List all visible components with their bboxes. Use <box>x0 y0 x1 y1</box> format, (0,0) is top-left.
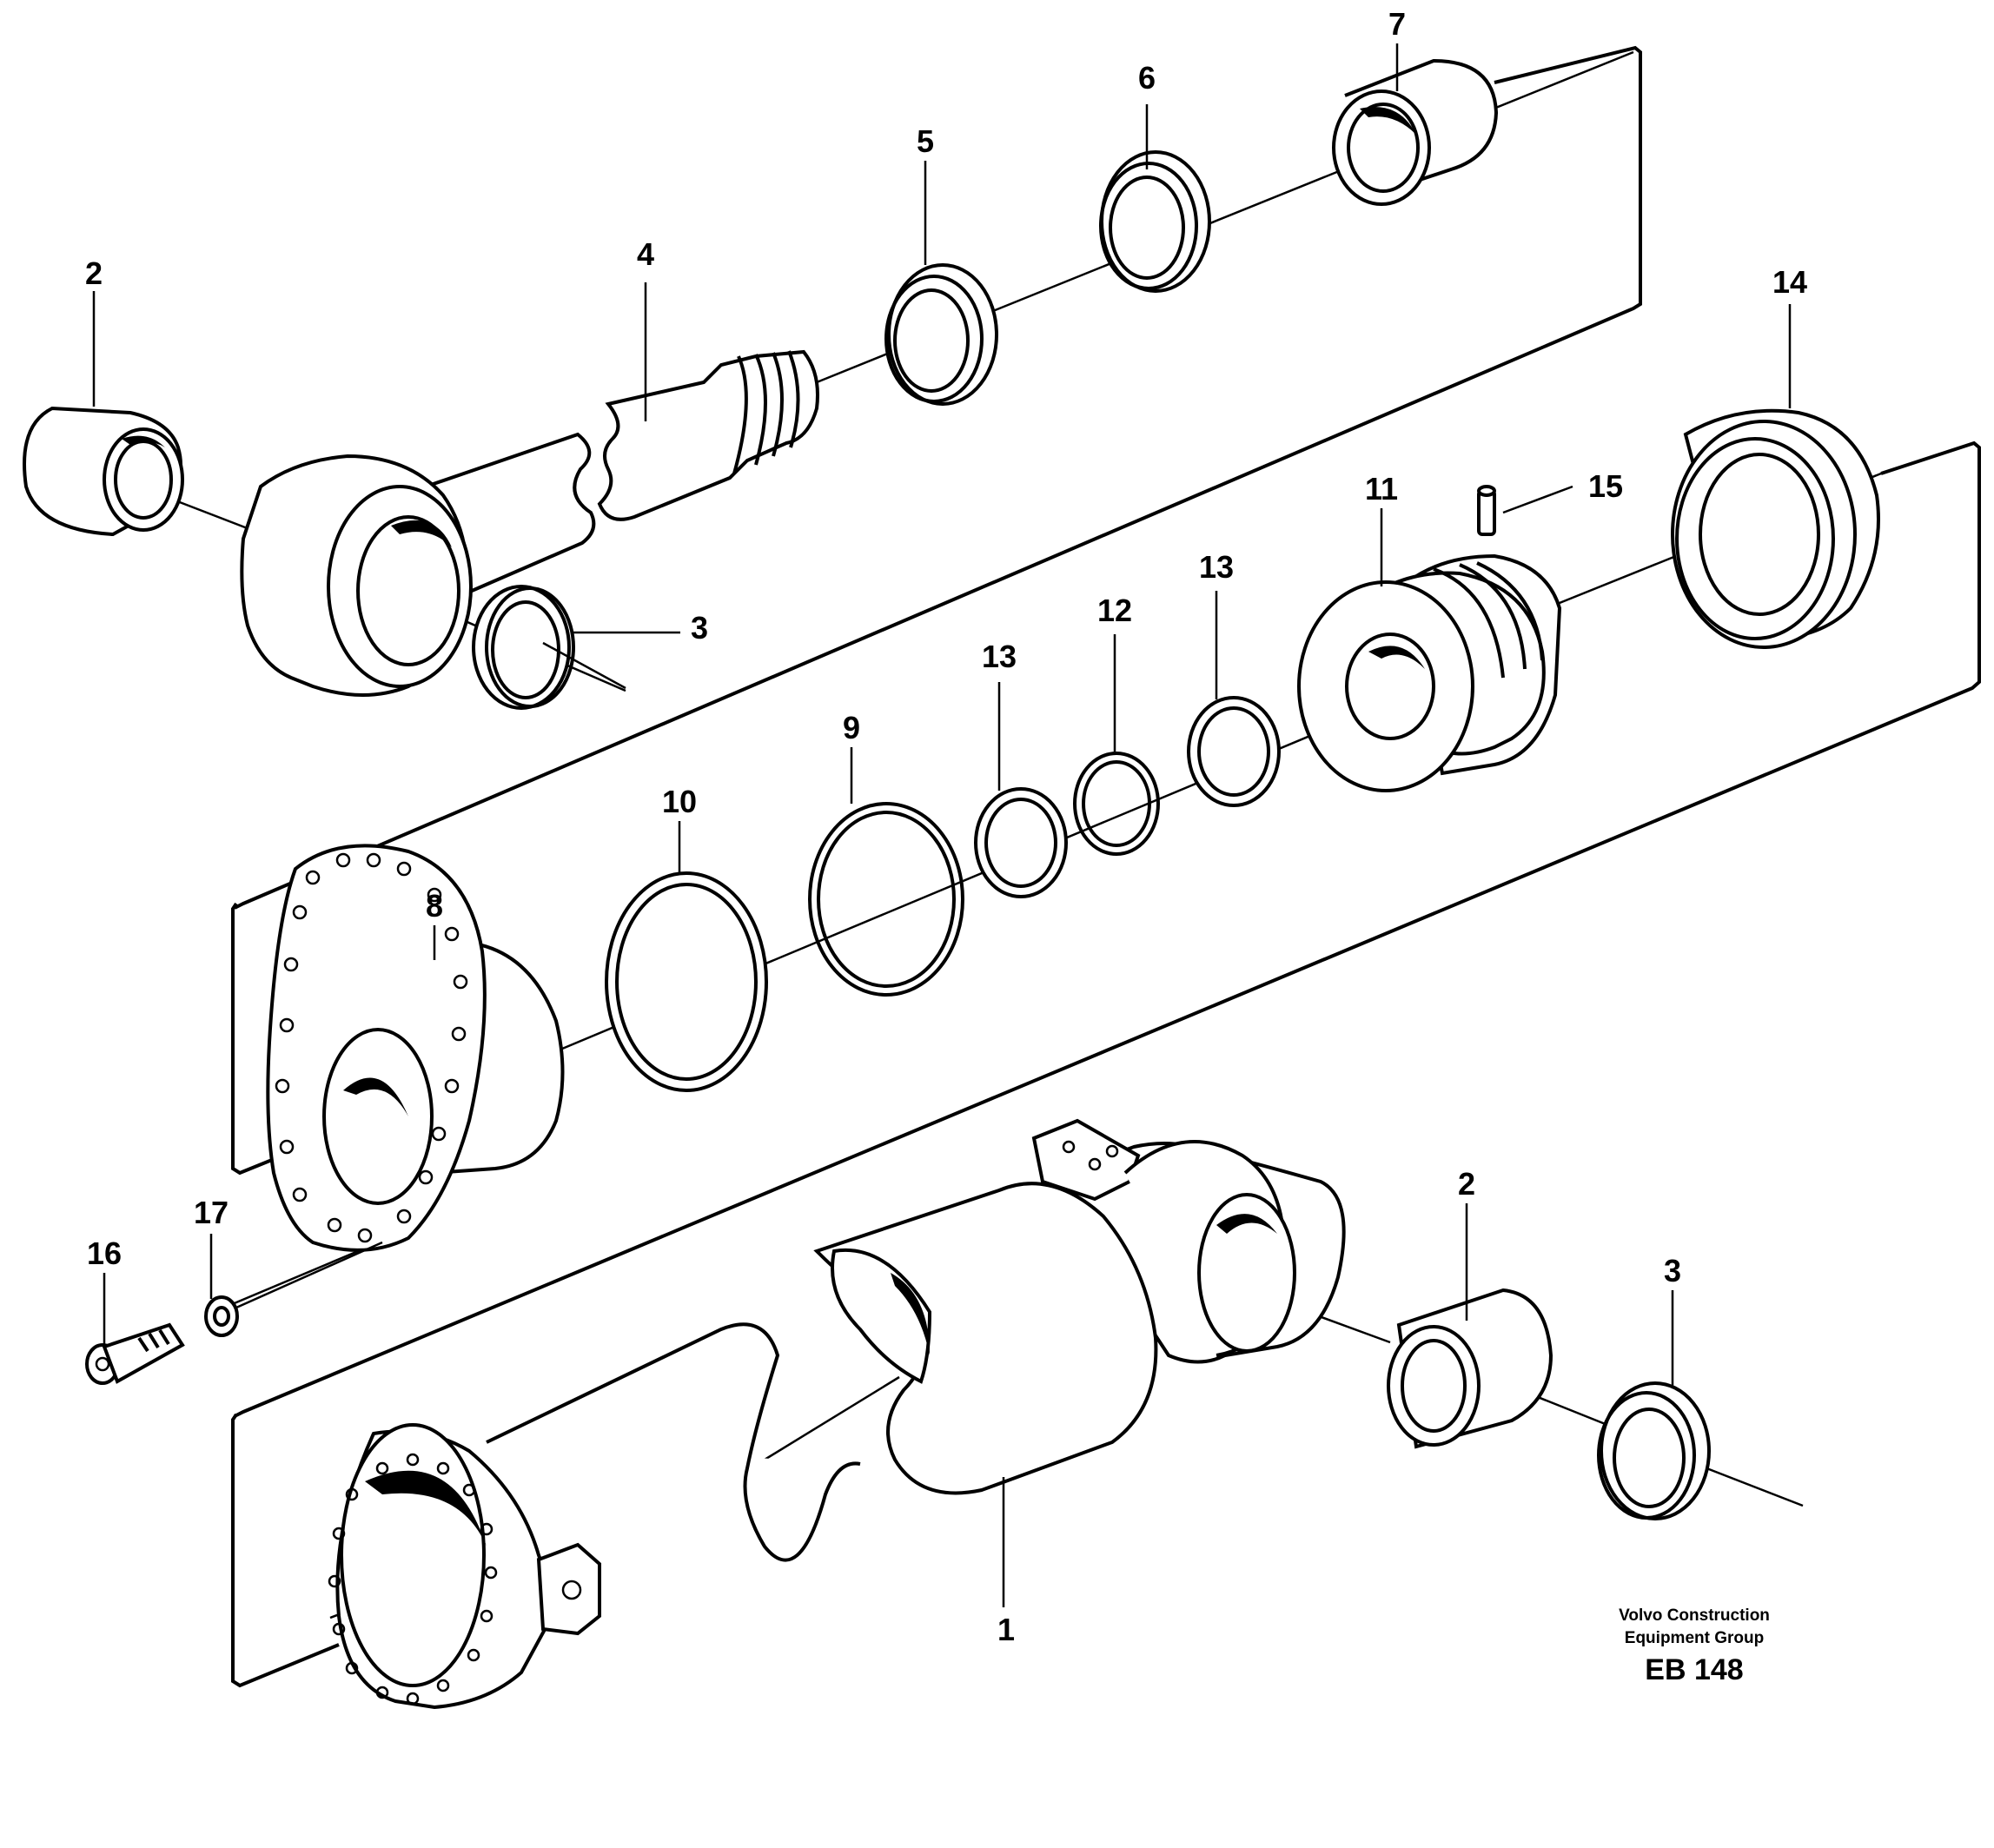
footer-company-line-1: Volvo Construction <box>1619 1606 1770 1625</box>
part-9-o-ring <box>808 802 964 997</box>
part-13-ring-right <box>1187 696 1281 807</box>
part-label-8: 8 <box>425 888 444 924</box>
part-label-14: 14 <box>1772 264 1808 300</box>
part-label-7: 7 <box>1388 6 1407 42</box>
part-10-seal-ring <box>605 871 768 1092</box>
part-label-10: 10 <box>661 784 698 819</box>
part-3-seal-top <box>472 585 626 710</box>
figure-code: EB 148 <box>1645 1653 1744 1686</box>
part-label-12: 12 <box>1096 593 1133 628</box>
section-bracket-bottom <box>231 1413 340 1688</box>
part-label-13-left: 13 <box>981 639 1017 674</box>
leader-lines <box>92 43 1792 1607</box>
part-15-pin <box>1477 485 1573 536</box>
part-label-2-top: 2 <box>84 255 103 291</box>
part-1-cylinder-tube <box>328 1118 1346 1710</box>
part-6-ring <box>1099 150 1211 293</box>
part-13-ring-left <box>974 787 1068 898</box>
part-label-17: 17 <box>193 1195 229 1230</box>
part-label-16: 16 <box>86 1235 123 1271</box>
section-bracket-top <box>234 45 1642 910</box>
section-bracket-middle <box>231 440 1981 1418</box>
part-4-piston-rod <box>240 349 819 697</box>
part-3-seal-bottom <box>1597 1381 1711 1520</box>
part-label-11: 11 <box>1364 471 1399 507</box>
part-label-4: 4 <box>636 236 655 272</box>
part-label-1: 1 <box>997 1612 1016 1647</box>
part-8-cylinder-head <box>266 844 565 1252</box>
part-label-3-bottom: 3 <box>1663 1253 1682 1288</box>
part-label-6: 6 <box>1137 60 1156 96</box>
part-12-ring <box>1073 752 1160 856</box>
footer-company-line-2: Equipment Group <box>1624 1629 1765 1647</box>
part-5-ring <box>884 263 998 406</box>
part-label-5: 5 <box>916 123 935 159</box>
part-11-piston <box>1297 553 1562 792</box>
part-2-bushing-bottom <box>1387 1288 1553 1449</box>
part-17-washer <box>204 1241 383 1337</box>
part-label-15: 15 <box>1587 468 1624 504</box>
part-14-seal <box>1671 408 1880 649</box>
part-label-13-right: 13 <box>1198 549 1235 585</box>
part-label-2-bottom: 2 <box>1457 1166 1476 1202</box>
part-2-bushing-top <box>23 406 184 537</box>
part-label-3-top: 3 <box>690 610 709 646</box>
part-label-9: 9 <box>842 710 861 745</box>
part-7-bushing <box>1332 58 1499 206</box>
part-16-bolt <box>85 1322 185 1385</box>
